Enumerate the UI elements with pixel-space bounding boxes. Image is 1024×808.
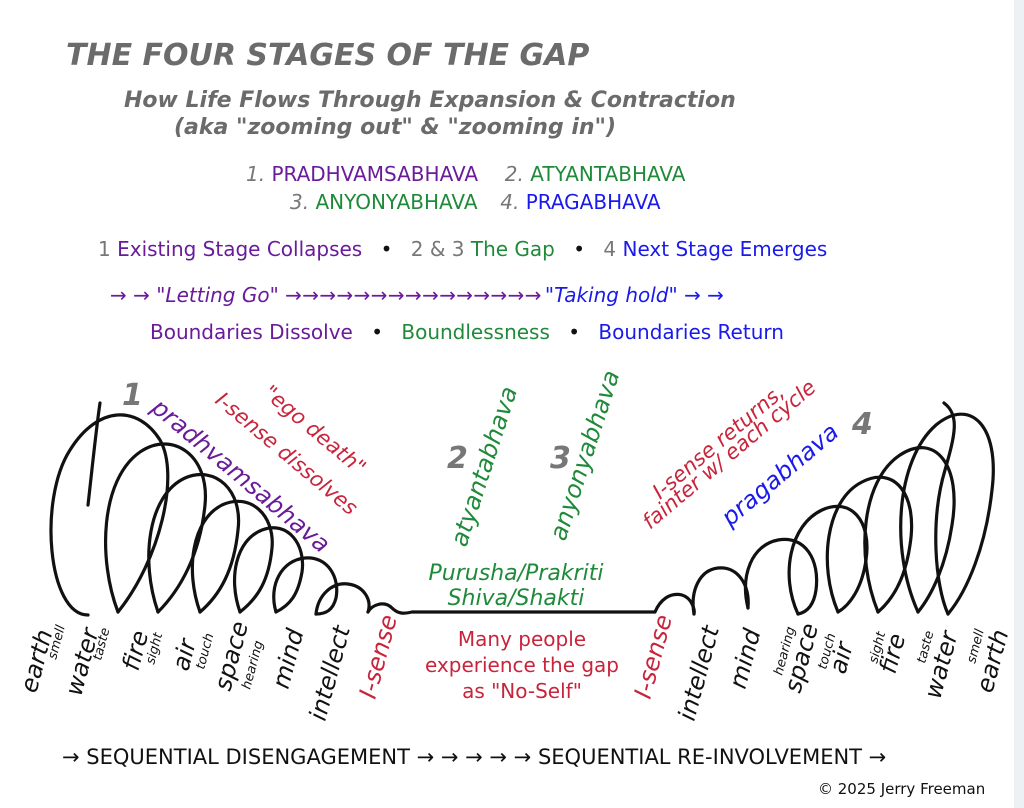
- right-loop-fire: [863, 446, 956, 614]
- summary-1-text: Existing Stage Collapses: [117, 237, 363, 261]
- flow-letting-go: "Letting Go": [156, 283, 279, 307]
- left-label-mind: mind: [267, 625, 310, 691]
- right-spiral-loops: [653, 401, 995, 616]
- right-loop-mind: [743, 537, 819, 616]
- left-label-isense: I-sense: [354, 612, 403, 702]
- left-loop-fire: [147, 472, 241, 614]
- right-label-mind: mind: [724, 625, 767, 691]
- stage-1-number: 1.: [246, 162, 266, 186]
- boundaries-bullet-2: •: [568, 320, 581, 344]
- stage-3-number: 3.: [290, 190, 310, 214]
- stage-4-name: PRAGABHAVA: [525, 190, 661, 214]
- stage-number-3: 3: [550, 441, 571, 476]
- left-loop-mind: [272, 556, 339, 616]
- left-loop-isense: [366, 602, 414, 615]
- page-edge-strip: [1014, 0, 1024, 808]
- stage-3-name: ANYONYABHAVA: [315, 190, 478, 214]
- stage-summary: 1 Existing Stage Collapses • 2 & 3 The G…: [98, 237, 827, 261]
- label-experience-gap: experience the gap: [425, 653, 619, 677]
- summary-23-number: 2 & 3: [410, 237, 465, 261]
- copyright: © 2025 Jerry Freeman: [818, 780, 986, 798]
- flow-mid-arrows: → → → → → → → → → → → → → → →: [285, 283, 541, 307]
- subtitle-line-2: (aka "zooming out" & "zooming in"): [174, 115, 617, 140]
- label-many-people: Many people: [458, 627, 586, 651]
- summary-1-number: 1: [98, 237, 111, 261]
- stage-names-row-1: 1. PRADHVAMSABHAVA 2. ATYANTABHAVA: [246, 162, 685, 186]
- label-no-self: as "No-Self": [462, 679, 582, 703]
- left-spiral-loops: [49, 401, 414, 617]
- right-loop-earth: [934, 401, 956, 616]
- left-sublabel-smell: smell: [45, 623, 69, 661]
- summary-4-number: 4: [603, 237, 617, 261]
- boundaries-line: Boundaries Dissolve • Boundlessness • Bo…: [150, 320, 784, 344]
- stage-number-1: 1: [122, 378, 143, 413]
- left-loop-air: [190, 499, 274, 614]
- left-spiral-top-stroke: [86, 401, 102, 507]
- left-tattva-labels: earth smell water taste fire sight air t…: [15, 612, 403, 724]
- right-tattva-labels: I-sense intellect mind hearing space tou…: [629, 612, 1015, 724]
- flow-tail-arrows: → →: [684, 283, 724, 307]
- boundaries-dissolve: Boundaries Dissolve: [150, 320, 353, 344]
- summary-bullet-2: •: [573, 237, 586, 261]
- right-loop-water: [899, 412, 995, 616]
- right-loop-isense: [653, 592, 696, 616]
- sequential-line: → SEQUENTIAL DISENGAGEMENT → → → → → SEQ…: [62, 745, 887, 769]
- boundlessness: Boundlessness: [401, 320, 550, 344]
- left-label-intellect: intellect: [304, 621, 357, 723]
- stage-1-name: PRADHVAMSABHAVA: [271, 162, 479, 186]
- right-loop-intellect: [691, 566, 750, 616]
- left-loop-intellect: [314, 582, 371, 616]
- label-purusha-prakriti: Purusha/Prakriti: [429, 561, 604, 586]
- right-label-isense: I-sense: [629, 612, 678, 702]
- summary-23-text: The Gap: [470, 237, 555, 261]
- stage-names-row-2: 3. ANYONYABHAVA 4. PRAGABHAVA: [290, 190, 661, 214]
- boundaries-return: Boundaries Return: [598, 320, 784, 344]
- stage-number-4: 4: [851, 407, 873, 442]
- stage-2-number: 2.: [504, 162, 524, 186]
- right-loop-air: [825, 475, 914, 614]
- stage-4-number: 4.: [500, 190, 520, 214]
- right-loop-space: [787, 504, 869, 616]
- right-label-intellect: intellect: [673, 621, 726, 723]
- flow-line: → → "Letting Go" → → → → → → → → → → → →…: [110, 283, 724, 307]
- stage-2-name: ATYANTABHAVA: [530, 162, 686, 186]
- boundaries-bullet-1: •: [371, 320, 384, 344]
- left-loop-space: [233, 526, 305, 614]
- stage-number-2: 2: [447, 441, 468, 476]
- summary-bullet-1: •: [380, 237, 393, 261]
- left-loop-water: [104, 442, 207, 614]
- left-loop-earth: [49, 413, 170, 617]
- summary-4-text: Next Stage Emerges: [622, 237, 828, 261]
- flow-taking-hold: "Taking hold": [544, 283, 678, 307]
- flow-lead-arrows: → →: [110, 283, 150, 307]
- subtitle-line-1: How Life Flows Through Expansion & Contr…: [124, 88, 736, 113]
- page-title: THE FOUR STAGES OF THE GAP: [66, 38, 590, 73]
- label-shiva-shakti: Shiva/Shakti: [448, 586, 585, 611]
